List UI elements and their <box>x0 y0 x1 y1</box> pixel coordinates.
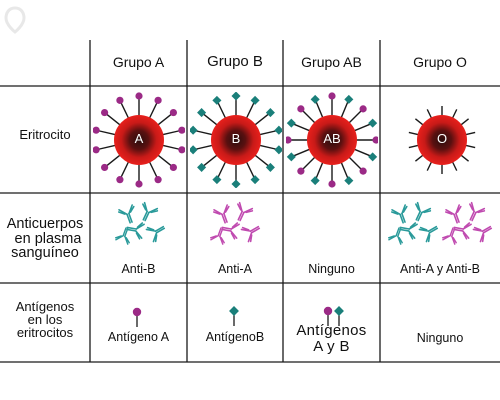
antigen-caption-o: Ninguno <box>416 331 464 345</box>
row-label-antibodies-line-3: sanguíneo <box>11 245 79 261</box>
erythrocyte-ab-label: AB <box>323 131 341 146</box>
anti-b-antibody-icon <box>114 201 166 245</box>
anti-a-antibody-icon <box>209 201 261 245</box>
header-group-b: Grupo B <box>207 53 263 70</box>
erythrocyte-b-icon <box>190 92 282 188</box>
row-label-antibodies-line-1: Anticuerpos <box>6 216 84 232</box>
antigen-b-icon <box>229 306 239 326</box>
antigen-caption-ab-line-2: A y B <box>313 337 350 355</box>
antibody-caption-ab: Ninguno <box>308 262 355 276</box>
antigen-caption-a: Antígeno A <box>107 330 170 344</box>
antibody-caption-b: Anti-A <box>217 262 253 276</box>
anti-a-and-b-antibody-icon <box>387 201 493 245</box>
antibody-caption-o: Anti-A y Anti-B <box>400 262 480 276</box>
header-group-a: Grupo A <box>112 54 165 70</box>
antigen-ab-icon <box>323 306 344 326</box>
antigen-caption-b: AntígenoB <box>205 330 265 344</box>
antibody-caption-a: Anti-B <box>121 262 156 276</box>
erythrocyte-a-label: A <box>134 131 144 146</box>
logo-icon <box>4 6 26 34</box>
antigen-a-icon <box>132 307 142 327</box>
row-label-antibodies: Anticuerpos en plasma sanguíneo <box>0 217 90 261</box>
row-label-antigens-line-2: en los <box>27 312 63 327</box>
row-label-antibodies-line-2: en plasma <box>14 230 82 247</box>
antigen-caption-ab: Antígenos A y B <box>283 323 380 355</box>
row-label-antigens-line-3: eritrocitos <box>16 325 74 340</box>
header-group-o: Grupo O <box>413 54 467 70</box>
row-label-antigens-line-1: Antígenos <box>15 299 75 314</box>
antigen-caption-ab-line-1: Antígenos <box>296 322 367 339</box>
header-group-ab: Grupo AB <box>301 54 362 70</box>
erythrocyte-a-icon <box>93 92 185 188</box>
erythrocyte-ab-icon <box>286 92 378 188</box>
erythrocyte-o-icon <box>408 106 476 174</box>
row-label-antigens: Antígenos en los eritrocitos <box>0 300 90 339</box>
row-label-erythrocyte: Eritrocito <box>19 127 71 142</box>
erythrocyte-b-label: B <box>231 131 241 146</box>
erythrocyte-o-label: O <box>436 131 448 146</box>
